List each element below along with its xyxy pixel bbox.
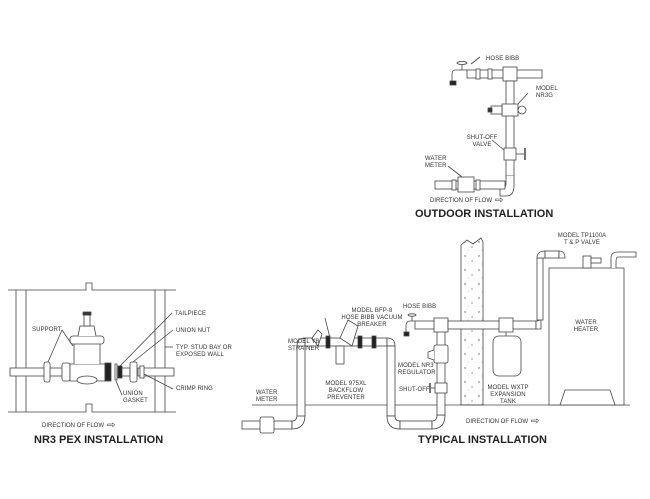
label-crimp-ring: CRIMP RING [176, 386, 213, 392]
arrow-right-icon: ⇨ [107, 420, 116, 431]
wall-top [8, 282, 176, 291]
pex-pipe [9, 367, 71, 377]
pipe [544, 250, 560, 259]
title-typical-installation: TYPICAL INSTALLATION [418, 434, 547, 446]
nr3-regulator-icon [61, 311, 112, 385]
pipe [386, 345, 396, 417]
flow-label: DIRECTION OF FLOW [466, 419, 528, 425]
fitting [475, 179, 481, 191]
pipe [447, 320, 537, 330]
fitting [487, 68, 493, 80]
pex-pipe [137, 367, 175, 377]
label-shutoff-valve: SHUT-OFF VALVE [466, 135, 498, 148]
title-outdoor-installation: OUTDOOR INSTALLATION [415, 208, 554, 220]
pipe [399, 420, 433, 430]
flow-direction-typical: DIRECTION OF FLOW⇨ [466, 416, 539, 427]
fitting [475, 68, 481, 80]
label-strainer: MODEL YB STRAINER [288, 339, 320, 352]
elbow [610, 251, 637, 268]
label-model-nr3g: MODEL NR3G [536, 86, 558, 99]
tee-fitting [433, 317, 449, 333]
wall-bottom [8, 403, 176, 413]
elbow [536, 250, 546, 259]
label-union-gasket: UNION GASKET [123, 391, 148, 404]
label-shutoff: SHUT-OFF [399, 387, 430, 393]
label-water-meter: WATER METER [256, 390, 278, 403]
label-stud-bay: TYP. STUD BAY OR EXPOSED WALL [176, 345, 232, 358]
shutoff-valve-icon [503, 147, 526, 161]
pipe [436, 324, 446, 416]
label-vacuum-breaker: MODEL BFP-8 HOSE BIBB VACUUM BREAKER [341, 308, 403, 328]
regulator-icon [487, 103, 527, 117]
pipe [505, 80, 515, 177]
crimp-ring [139, 365, 145, 379]
flow-direction-pex: DIRECTION OF FLOW⇨ [42, 420, 115, 431]
elbow [386, 337, 396, 347]
strainer-icon [311, 329, 323, 347]
water-meter-icon [457, 176, 475, 193]
label-backflow-preventer: MODEL 975XL BACKFLOW PREVENTER [325, 381, 367, 401]
typical-installation-drawing [241, 237, 637, 434]
label-water-heater: WATER HEATER [573, 320, 599, 333]
flow-label: DIRECTION OF FLOW [42, 423, 104, 429]
label-hose-bibb: HOSE BIBB [403, 304, 437, 310]
tailpiece [117, 365, 123, 379]
elbow [558, 250, 566, 259]
label-union-nut: UNION NUT [176, 328, 211, 334]
pipe [536, 257, 544, 321]
label-hose-bibb: HOSE BIBB [486, 56, 520, 62]
flow-label: DIRECTION OF FLOW [430, 198, 492, 204]
water-heater-icon [548, 267, 625, 406]
water-meter-icon [259, 416, 275, 434]
hose-bibb-icon [403, 313, 417, 337]
label-tailpiece: TAILPIECE [175, 311, 207, 317]
arrow-right-icon: ⇨ [531, 416, 540, 427]
pex-installation-drawing [8, 282, 176, 413]
label-expansion-tank: MODEL WXTP EXPANSION TANK [487, 385, 529, 405]
backflow-preventer-icon [325, 319, 377, 365]
label-tp-valve: MODEL TP1100A T & P VALVE [557, 233, 607, 246]
arrow-right-icon: ⇨ [495, 195, 504, 206]
hose-bibb-icon [449, 61, 468, 86]
outdoor-installation-drawing [434, 56, 543, 197]
tp-valve-icon [582, 255, 592, 269]
title-pex-installation: NR3 PEX INSTALLATION [34, 434, 164, 446]
union-nut [129, 361, 138, 383]
fitting [451, 179, 457, 191]
pipe [296, 345, 306, 417]
label-water-meter: WATER METER [425, 156, 447, 169]
label-regulator: MODEL NR3 REGULATOR [398, 363, 436, 376]
expansion-tank-icon [492, 335, 522, 377]
flow-direction-outdoor: DIRECTION OF FLOW⇨ [430, 195, 503, 206]
elbow [386, 415, 401, 430]
label-support: SUPPORT [32, 327, 62, 333]
tee-fitting [498, 317, 514, 333]
tee-fitting [502, 66, 518, 82]
regulator-icon [433, 344, 449, 364]
elbow [431, 414, 446, 430]
elbow [499, 176, 515, 197]
elbow [291, 414, 306, 430]
shutoff-valve-icon [434, 382, 448, 394]
support-clamp [43, 361, 51, 383]
